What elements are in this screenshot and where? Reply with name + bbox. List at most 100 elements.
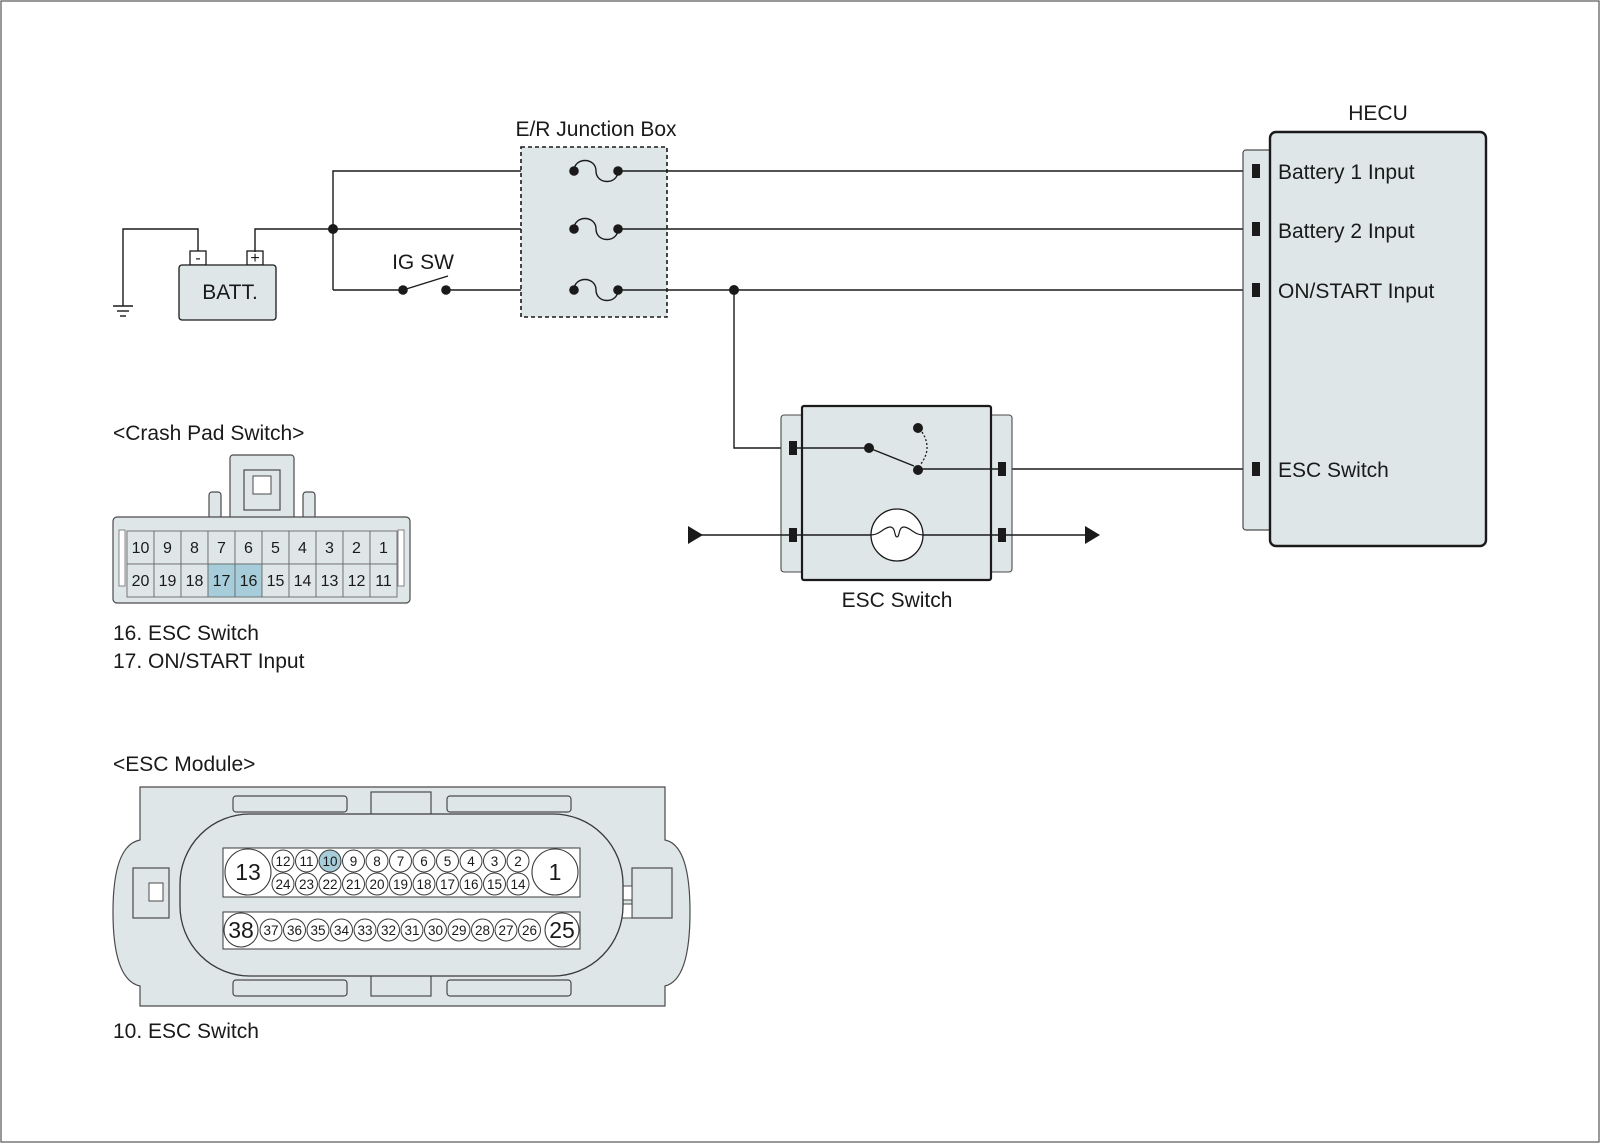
crash-pad-pin-cell: [261, 563, 290, 598]
arrow-icon: [688, 526, 703, 544]
esc-module-pin: [544, 912, 580, 948]
crash-pad-pin-label: 16: [240, 573, 258, 590]
battery-plus-label: +: [250, 250, 259, 267]
esc-module-pin: [412, 872, 436, 896]
crash-pad-pin-cell: [342, 563, 371, 598]
esc-module-pin: [365, 872, 389, 896]
esc-module-pin-label: 18: [416, 877, 431, 892]
crash-pad-pin-label: 15: [267, 573, 285, 590]
esc-module-pin: [412, 849, 436, 873]
esc-module-side-slot: [148, 882, 164, 902]
crash-pad-pin-label: 13: [321, 573, 339, 590]
esc-module-pin: [436, 849, 459, 873]
crash-pad-pin-cell: [180, 530, 209, 565]
crash-pad-guide: [397, 529, 405, 587]
crash-pad-title: <Crash Pad Switch>: [113, 422, 304, 445]
esc-module-slot: [232, 795, 348, 813]
crash-pad-pin-label: 11: [375, 573, 392, 590]
esc-module-pin-label: 21: [346, 877, 361, 892]
crash-pad-pin-label: 20: [132, 573, 150, 590]
esc-module-pin-label: 29: [451, 923, 466, 938]
esc-module-pin-label: 36: [287, 923, 302, 938]
esc-module-pin: [389, 872, 412, 896]
esc-module-pin: [353, 918, 377, 942]
esc-switch-pin: [998, 462, 1006, 476]
arrow-icon: [1085, 526, 1100, 544]
esc-module-pin: [259, 918, 283, 942]
switch-icon: [402, 275, 449, 291]
esc-module-slot: [446, 979, 572, 997]
esc-module-pin: [424, 918, 447, 942]
esc-module-pin-label: 25: [549, 917, 575, 943]
fuse-icon: [569, 217, 623, 241]
crash-pad-pin-label: 6: [244, 540, 253, 557]
crash-pad-latch-window: [252, 475, 272, 495]
crash-pad-pin-cell: [153, 563, 182, 598]
ig-switch-label: IG SW: [392, 251, 454, 274]
esc-module-pin-label: 38: [228, 917, 254, 943]
esc-module-pin: [483, 872, 506, 896]
crash-pad-pin-cell: [180, 563, 209, 598]
esc-switch-label: ESC Switch: [842, 589, 953, 612]
hecu-pin: [1252, 462, 1260, 476]
esc-module-pin-label: 2: [514, 854, 522, 869]
crash-pad-pin-label: 3: [325, 540, 334, 557]
esc-module-pin-label: 17: [440, 877, 455, 892]
crash-pad-pin-label: 9: [163, 540, 172, 557]
ground-wire: [122, 228, 199, 306]
esc-module-pin-label: 23: [299, 877, 314, 892]
esc-module-pin-label: 5: [444, 854, 452, 869]
esc-module-pin-label: 30: [428, 923, 443, 938]
esc-module-pin-label: 22: [322, 877, 337, 892]
ig-switch: IG SW: [392, 251, 454, 295]
crash-pad-guide: [118, 529, 126, 587]
crash-pad-pin-label: 12: [348, 573, 366, 590]
esc-module-pin: [459, 849, 483, 873]
esc-module-pin: [342, 849, 365, 873]
esc-module-pin: [506, 872, 530, 896]
crash-pad-pin-cell: [207, 563, 236, 598]
esc-module-pin: [471, 918, 494, 942]
ground-icon: [113, 305, 133, 317]
hecu-pin: [1252, 283, 1260, 297]
esc-module-pin-label: 1: [549, 859, 562, 885]
crash-pad-pin-cell: [369, 563, 398, 598]
hecu-box: [1268, 130, 1488, 548]
crash-pad-pin-label: 18: [186, 573, 204, 590]
crash-pad-legend-17: 17. ON/START Input: [113, 650, 305, 673]
crash-pad-pin-label: 2: [352, 540, 361, 557]
crash-pad-legend-16: 16. ESC Switch: [113, 622, 259, 645]
esc-module-pin-label: 11: [299, 854, 313, 869]
esc-module-pin: [318, 872, 342, 896]
esc-module-pin: [377, 918, 400, 942]
crash-pad-pin-label: 1: [379, 540, 388, 557]
esc-module-pin: [306, 918, 330, 942]
battery-box: [178, 264, 277, 321]
crash-pad-pin-label: 8: [190, 540, 199, 557]
hecu-label: HECU: [1348, 102, 1408, 125]
esc-module-pin-label: 3: [491, 854, 499, 869]
esc-module-pin-label: 15: [487, 877, 502, 892]
hecu-pin: [1252, 164, 1260, 178]
junction-box-outline: [520, 146, 668, 318]
esc-switch-pin: [998, 528, 1006, 542]
crash-pad-pin-label: 7: [217, 540, 226, 557]
esc-module-pin: [400, 918, 424, 942]
esc-module-pin-label: 9: [350, 854, 358, 869]
esc-module-pin-label: 8: [373, 854, 381, 869]
esc-module-pin: [342, 872, 365, 896]
esc-module-pin: [506, 849, 530, 873]
hecu-input-battery1: Battery 1 Input: [1278, 161, 1415, 184]
fuse-set: [569, 159, 623, 302]
esc-module-pin: [271, 872, 295, 896]
esc-module-latch: [370, 791, 432, 817]
esc-module-pin-label: 33: [357, 923, 372, 938]
esc-module-pin-label: 28: [475, 923, 490, 938]
junction-dot: [328, 224, 338, 234]
battery-plus-wire: [254, 228, 333, 252]
esc-module-pin-label: 19: [393, 877, 408, 892]
esc-module-pin-label: 35: [310, 923, 325, 938]
